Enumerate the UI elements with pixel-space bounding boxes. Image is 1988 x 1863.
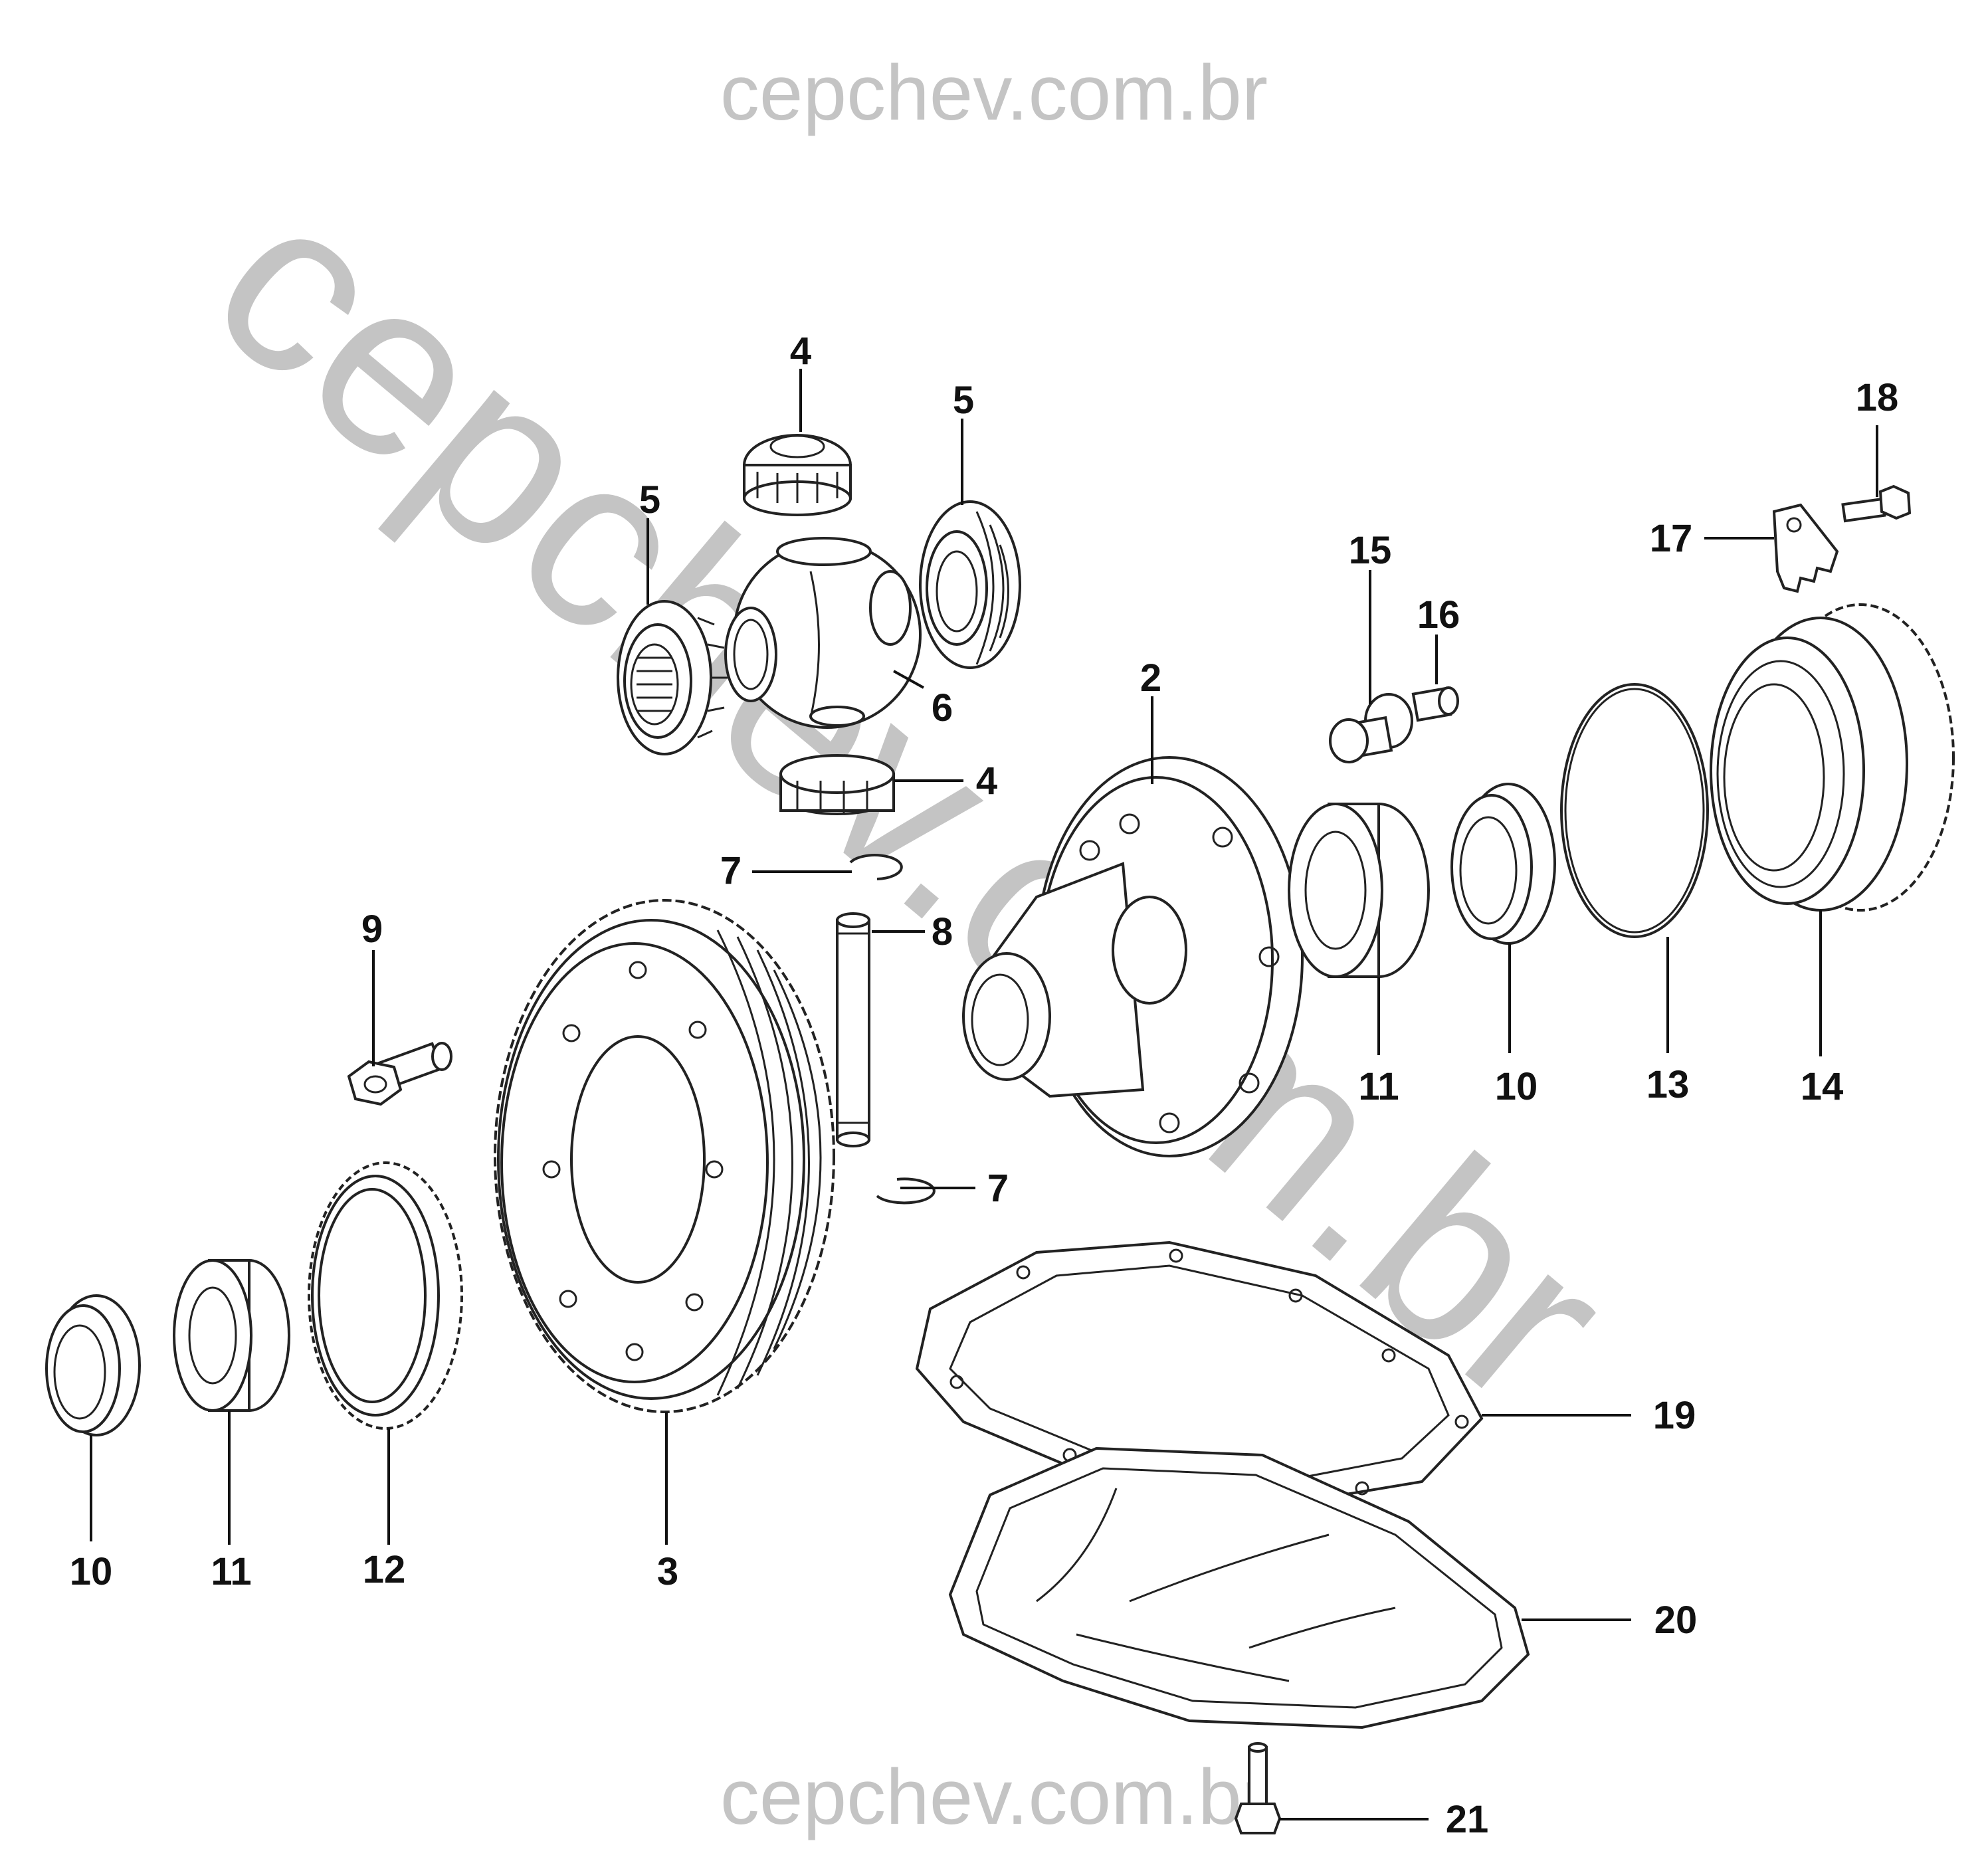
callout-4-bottom: 4 — [976, 759, 997, 803]
pinion-gear-bottom — [779, 754, 895, 815]
side-gear-left — [617, 600, 728, 755]
callout-13: 13 — [1646, 1063, 1690, 1106]
bearing-right — [1288, 803, 1430, 978]
callout-10-left: 10 — [70, 1550, 113, 1593]
circlip-bottom — [876, 1177, 936, 1205]
callout-12: 12 — [363, 1548, 406, 1591]
differential-housing-ball — [724, 537, 922, 729]
circlip-top — [849, 854, 903, 880]
cover-bolt — [1234, 1742, 1282, 1834]
callout-11-left: 11 — [211, 1550, 251, 1593]
oil-seal-left — [45, 1294, 141, 1436]
callout-numbers: 4 5 5 6 4 7 8 7 9 3 2 15 16 11 10 13 14 … — [70, 330, 1899, 1841]
ring-gear — [494, 899, 835, 1413]
callout-7-bottom: 7 — [987, 1167, 1009, 1210]
callout-3: 3 — [657, 1550, 678, 1593]
o-ring — [1560, 683, 1709, 938]
callout-14: 14 — [1801, 1065, 1844, 1108]
bearing-left — [173, 1259, 290, 1412]
callout-11-right: 11 — [1358, 1065, 1399, 1108]
side-gear-right — [919, 500, 1021, 669]
differential-cover — [948, 1446, 1530, 1729]
callout-9: 9 — [361, 908, 383, 951]
oil-seal-right — [1450, 783, 1556, 945]
callout-18: 18 — [1856, 376, 1899, 419]
ring-gear-bolt — [347, 1042, 452, 1106]
callout-2: 2 — [1140, 656, 1161, 700]
callout-21: 21 — [1446, 1798, 1489, 1841]
callout-16: 16 — [1417, 593, 1460, 637]
watermark-bottom: cepchev.com.br — [720, 1753, 1268, 1841]
callout-20: 20 — [1654, 1599, 1698, 1642]
callout-8: 8 — [932, 910, 953, 953]
callout-17: 17 — [1650, 517, 1693, 560]
lock-plate-bolt — [1841, 484, 1912, 523]
tone-ring — [308, 1161, 463, 1430]
cover-gasket — [915, 1240, 1484, 1510]
pinion-gear-top — [743, 434, 852, 516]
callout-10-right: 10 — [1495, 1065, 1538, 1108]
callout-4-top: 4 — [790, 330, 811, 373]
lock-plate — [1772, 503, 1839, 593]
callout-19: 19 — [1653, 1394, 1696, 1437]
callout-15: 15 — [1349, 529, 1392, 572]
callout-6: 6 — [932, 686, 953, 730]
dowel-pin — [1411, 686, 1459, 722]
callout-5-left: 5 — [639, 478, 660, 522]
leader-lines — [90, 369, 1878, 1820]
breather-plug — [1329, 693, 1413, 763]
watermark-top: cepchev.com.br — [720, 49, 1268, 137]
callout-7-top: 7 — [720, 849, 742, 892]
bearing-adjuster-ring — [1710, 603, 1955, 912]
callout-5-right: 5 — [953, 379, 974, 422]
pinion-shaft — [836, 912, 870, 1147]
differential-case — [962, 756, 1304, 1157]
